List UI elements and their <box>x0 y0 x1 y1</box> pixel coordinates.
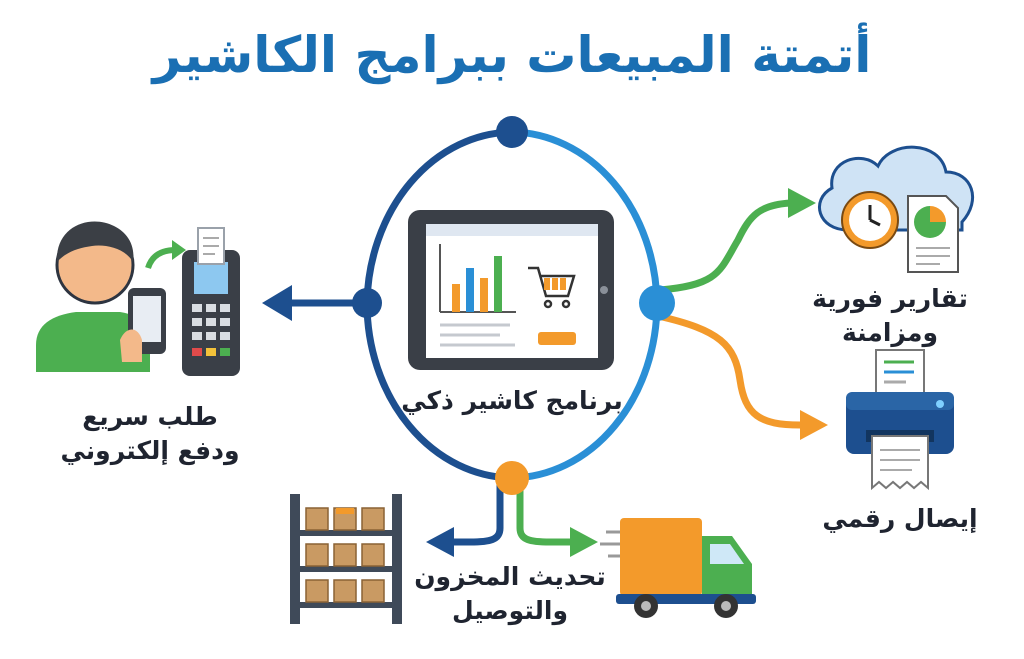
delivery-truck-icon <box>600 518 756 618</box>
share-arrow-icon <box>145 240 186 270</box>
left-node-line-2: ودفع إلكتروني <box>60 436 240 465</box>
arrow-bottom-right <box>516 478 598 557</box>
bottom-node-line-2: والتوصيل <box>451 596 569 625</box>
arrow-right-bottom <box>657 312 828 440</box>
warehouse-shelves-icon <box>290 494 402 624</box>
ring-node-left <box>352 288 382 318</box>
arrow-right-top <box>659 188 816 294</box>
left-node-line-1: طلب سريع <box>82 402 218 431</box>
ring-node-top <box>496 116 528 148</box>
customer-phone-icon <box>36 221 166 372</box>
cloud-clock-report-icon <box>817 145 974 273</box>
right-top-node-label: تقارير فورية ومزامنة <box>812 284 968 347</box>
ring-node-right <box>639 285 675 321</box>
central-ring <box>363 128 661 482</box>
tablet-pos-icon <box>408 210 614 370</box>
left-node-label: طلب سريع ودفع إلكتروني <box>20 400 280 468</box>
arrow-bottom-left <box>426 478 504 557</box>
pos-terminal-icon <box>182 227 240 376</box>
ring-node-bottom <box>495 461 529 495</box>
center-label: برنامج كاشير ذكي <box>401 386 623 415</box>
page-title: أتمتة المبيعات ببرامج الكاشير <box>152 26 872 84</box>
bottom-node-label: تحديث المخزون والتوصيل <box>400 560 620 628</box>
arrow-left <box>262 285 365 321</box>
printer-receipt-icon <box>846 349 954 491</box>
bottom-node-line-1: تحديث المخزون <box>414 562 606 591</box>
right-bottom-node-label: إيصال رقمي <box>822 504 978 533</box>
shopping-cart-icon <box>528 266 576 309</box>
